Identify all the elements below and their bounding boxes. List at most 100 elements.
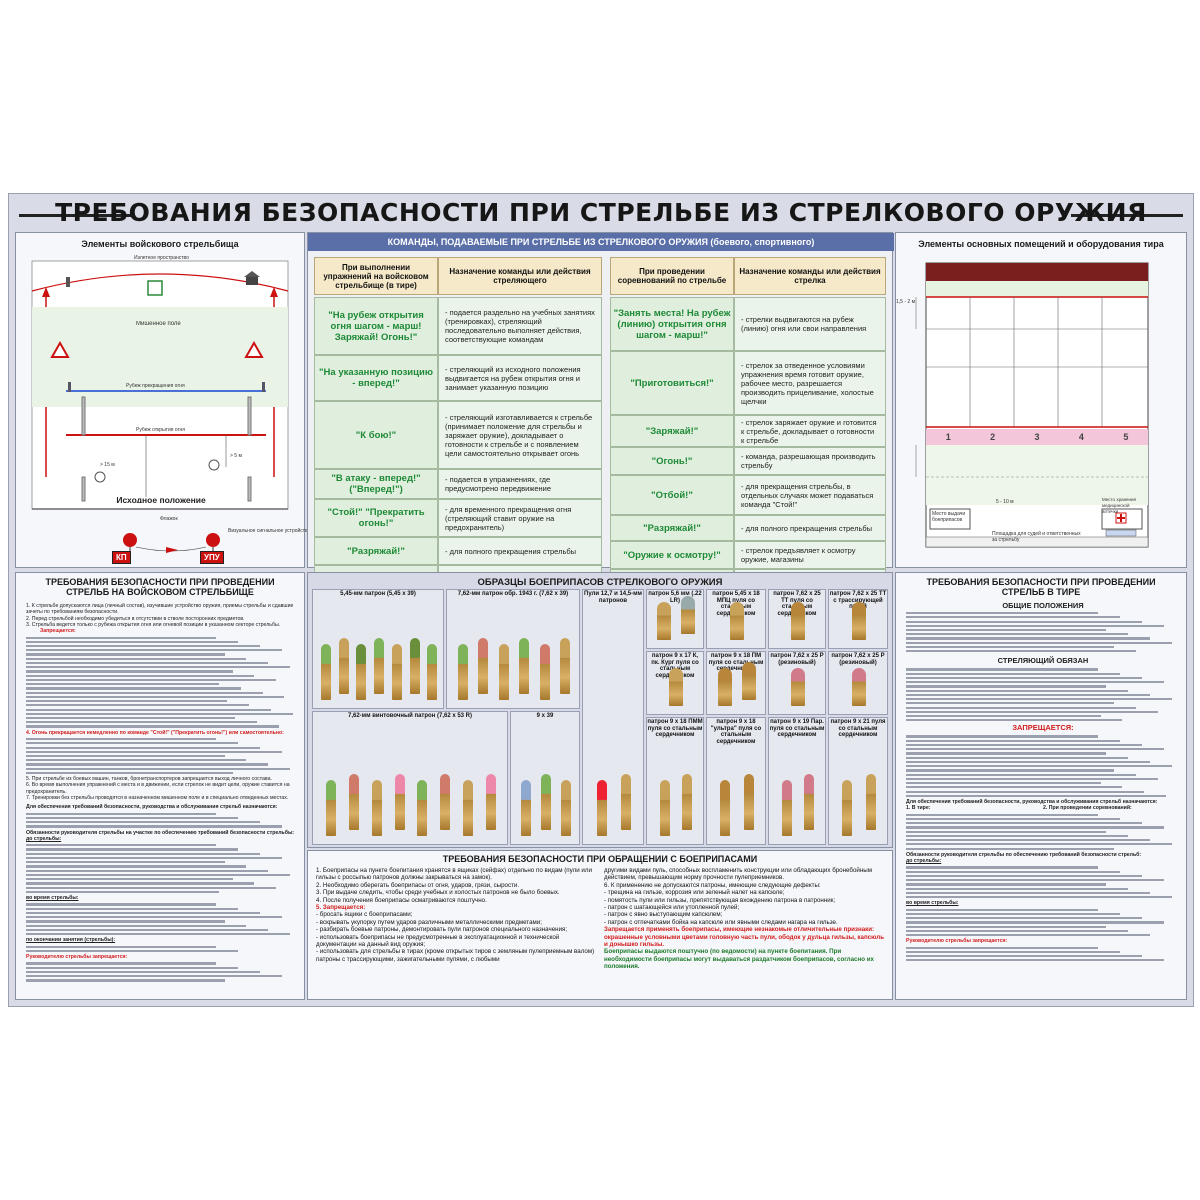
text-line xyxy=(26,636,217,639)
right-description-cell: - для полного прекращения стрельбы xyxy=(734,515,886,541)
cartridge xyxy=(717,668,732,706)
label-flag: Флажок xyxy=(160,516,178,522)
lane-number: 1 xyxy=(945,432,951,442)
label-dist2: > 5 м xyxy=(230,453,242,459)
text-line xyxy=(906,908,1098,911)
text-line xyxy=(26,695,285,698)
cartridge xyxy=(852,668,866,706)
lane-number: 2 xyxy=(990,432,996,442)
handling-line: Боеприпасы выдаются поштучно (по ведомос… xyxy=(604,948,874,971)
text-line xyxy=(906,891,1150,894)
ammo-group-label: патрон 5,6 мм (.22 LR) xyxy=(648,591,702,604)
text-line xyxy=(906,743,1142,747)
text-line xyxy=(26,649,282,652)
text-line xyxy=(26,882,255,885)
cartridge xyxy=(374,638,384,694)
text-line xyxy=(906,693,1150,696)
text-line xyxy=(906,685,1107,688)
text-line xyxy=(26,970,260,974)
range-heading: Элементы войскового стрельбища xyxy=(81,239,239,249)
text-line xyxy=(26,746,260,749)
label-fire-line: Рубеж прекращения огня xyxy=(126,383,185,389)
text-line xyxy=(906,633,1128,636)
text-line xyxy=(906,879,1164,882)
text-line xyxy=(906,917,1142,920)
handling-line: - помятость пули или гильзы, препятствую… xyxy=(604,896,836,904)
ammo-group-label: патрон 9 х 18 "ультра" пуля со стальным … xyxy=(710,719,762,745)
left-description-cell: - стреляющий из исходного положения выдв… xyxy=(438,355,602,401)
text-line xyxy=(906,710,1159,713)
label-empty-space: Излетное пространство xyxy=(134,255,189,261)
handling-line: 5. Запрещается: xyxy=(316,904,366,912)
handling-line: - патрон с явно выступающим капсюлем; xyxy=(604,911,723,919)
cartridge xyxy=(521,780,531,836)
text-line xyxy=(26,700,228,703)
left-description-cell: - для временного прекращения огня (стрел… xyxy=(438,499,602,537)
text-line xyxy=(906,645,1115,649)
cartridge xyxy=(791,602,805,640)
text-line xyxy=(26,759,247,762)
cartridge xyxy=(338,638,349,694)
label-signal: Визуальное сигнальное устройство xyxy=(228,528,311,534)
handling-line: - разбирать боевые патроны, демонтироват… xyxy=(316,926,568,934)
text-line xyxy=(26,920,225,923)
handling-line: - патрон с шатающейся или утопленной пул… xyxy=(604,904,740,912)
text-line xyxy=(906,641,1172,644)
cartridge xyxy=(356,644,367,700)
left-command-cell: "На рубеж открытия огня шагом - марш! За… xyxy=(314,297,438,355)
text-line xyxy=(906,817,1120,821)
right-description-cell: - стрелок за отведенное условиями упражн… xyxy=(734,351,886,415)
tir-requirements-panel: ТРЕБОВАНИЯ БЕЗОПАСНОСТИ ПРИ ПРОВЕДЕНИИ С… xyxy=(895,572,1187,1000)
text-line xyxy=(26,945,217,948)
handling-heading: ТРЕБОВАНИЯ БЕЗОПАСНОСТИ ПРИ ОБРАЩЕНИИ С … xyxy=(442,854,758,864)
handling-line: Запрещается применять боеприпасы, имеющи… xyxy=(604,926,884,949)
text-line xyxy=(906,672,1120,675)
text-line xyxy=(26,816,239,820)
tir-req-filler-7 xyxy=(906,946,1180,962)
handling-line: 2. Необходимо оберегать боеприпасы от ог… xyxy=(316,881,520,889)
text-line xyxy=(906,620,1142,623)
text-line xyxy=(906,813,1098,816)
text-line xyxy=(26,661,269,665)
cartridge xyxy=(791,668,805,706)
text-line xyxy=(906,839,1150,842)
text-line xyxy=(26,924,247,927)
range-labels: Излетное пространство Мишенное поле Рубе… xyxy=(16,233,310,569)
text-line xyxy=(26,657,247,660)
range-req-filler-1 xyxy=(26,636,298,728)
upu-label: УПУ xyxy=(200,551,224,564)
cartridge xyxy=(409,638,420,694)
text-line xyxy=(26,949,239,953)
cartridge xyxy=(657,602,671,640)
left-description-cell: - для полного прекращения стрельбы xyxy=(438,537,602,565)
range-panel: Элементы войскового стрельбища xyxy=(15,232,310,569)
range-req-text: 1. К стрельбе допускаются лица (личный с… xyxy=(26,603,298,984)
right-command-cell: "Оружие к осмотру!" xyxy=(610,541,734,569)
text-line xyxy=(26,869,269,872)
text-line xyxy=(906,834,1128,837)
label-start: Исходное положение xyxy=(116,497,206,503)
text-line xyxy=(906,714,1101,718)
text-line xyxy=(26,873,290,877)
text-line xyxy=(906,782,1101,785)
handling-line: - бросать ящики с боеприпасами; xyxy=(316,911,413,919)
lane-number: 4 xyxy=(1078,432,1084,442)
text-line xyxy=(906,925,1107,928)
text-line xyxy=(26,975,282,978)
cartridge xyxy=(659,780,670,836)
cartridge xyxy=(597,780,607,836)
text-line xyxy=(26,812,217,815)
ammo-group-label: патрон 9 х 18 ПММ пуля со стальным серде… xyxy=(647,719,703,738)
text-line xyxy=(906,959,1164,962)
cartridge xyxy=(498,644,509,700)
text-line xyxy=(906,650,1137,653)
text-line xyxy=(906,706,1137,709)
text-line xyxy=(26,666,290,669)
cartridge xyxy=(682,774,693,830)
tir-req-col1: 1. В тире: xyxy=(906,805,931,812)
lane-number: 5 xyxy=(1123,432,1129,442)
ammo-group-label: 9 х 39 xyxy=(536,713,554,719)
text-line xyxy=(906,896,1172,899)
range-req-p5: 5. При стрельбе из боевых машин, танков,… xyxy=(26,776,272,783)
ammo-group: 7,62-мм винтовочный патрон (7,62 х 53 R) xyxy=(312,711,508,845)
